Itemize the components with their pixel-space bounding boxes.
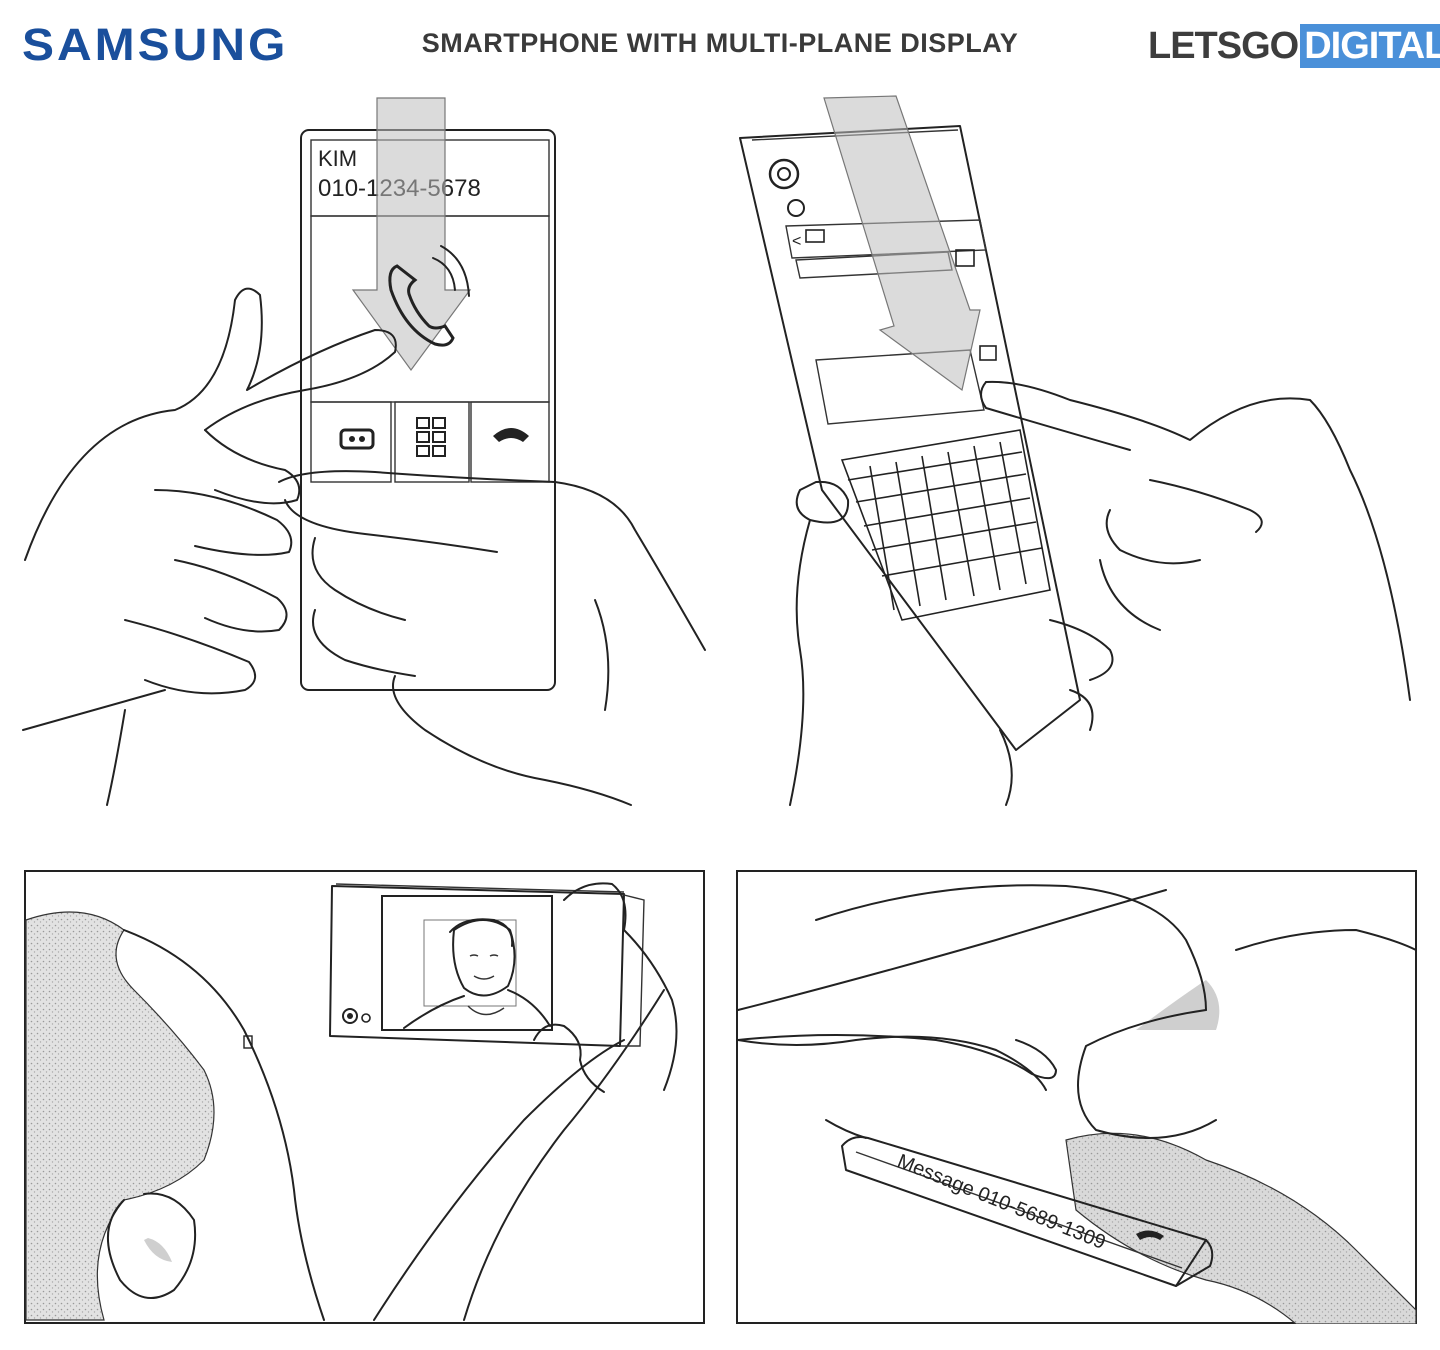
samsung-logo: SAMSUNG xyxy=(22,20,289,71)
header: SAMSUNG SMARTPHONE WITH MULTI-PLANE DISP… xyxy=(0,0,1440,90)
letsgo-wordmark: LETSGO xyxy=(1148,25,1299,67)
keyboard-grid-icon[interactable] xyxy=(955,249,975,267)
end-call-icon xyxy=(493,428,529,442)
phone-icon xyxy=(388,245,470,347)
page-title: SMARTPHONE WITH MULTI-PLANE DISPLAY xyxy=(421,28,1019,58)
speaker-button[interactable] xyxy=(310,401,392,483)
keyboard[interactable] xyxy=(840,429,1051,621)
end-call-button[interactable] xyxy=(470,401,550,483)
contact-photo xyxy=(403,918,551,1029)
swipe-arrow xyxy=(351,97,472,372)
phone-body xyxy=(329,883,645,1047)
keypad-icon xyxy=(416,417,446,457)
arm xyxy=(737,889,1167,1011)
right-hand xyxy=(980,380,1411,701)
left-hand xyxy=(789,480,1114,806)
panel-frame xyxy=(24,870,705,1324)
hair xyxy=(25,911,215,1321)
front-camera-icon xyxy=(342,1008,371,1024)
letsgodigital-logo: LETSGO DIGITAL xyxy=(1148,24,1440,68)
panel-frame xyxy=(736,870,1417,1324)
ear xyxy=(107,1192,197,1299)
phone-edge xyxy=(841,1136,1214,1287)
left-hand xyxy=(22,287,397,806)
end-call-icon[interactable] xyxy=(1136,1230,1164,1240)
back-chevron-icon[interactable]: < xyxy=(792,233,801,250)
hand xyxy=(737,1034,1057,1139)
video-screen xyxy=(381,895,553,1031)
swipe-arrow xyxy=(823,95,981,392)
keyboard-toggle-icon[interactable] xyxy=(979,345,997,361)
digital-wordmark: DIGITAL xyxy=(1300,24,1440,68)
speaker-icon xyxy=(339,428,375,450)
camera-icon xyxy=(768,158,805,217)
shoulder xyxy=(123,929,325,1321)
hand xyxy=(533,882,678,1093)
panel-incoming-call: KIM 010-1234-5678 xyxy=(15,90,720,810)
panel-video-call xyxy=(24,870,705,1324)
arm xyxy=(463,989,665,1321)
sleeve xyxy=(1065,1132,1417,1324)
panel-messaging: < xyxy=(730,90,1430,810)
phone-body xyxy=(739,125,1081,751)
panel-edge-message: Message 010-5689-1309 xyxy=(736,870,1417,1324)
envelope-icon xyxy=(805,229,825,243)
caller-name: KIM xyxy=(318,146,357,171)
keypad-button[interactable] xyxy=(394,401,470,483)
right-hand xyxy=(278,470,706,806)
